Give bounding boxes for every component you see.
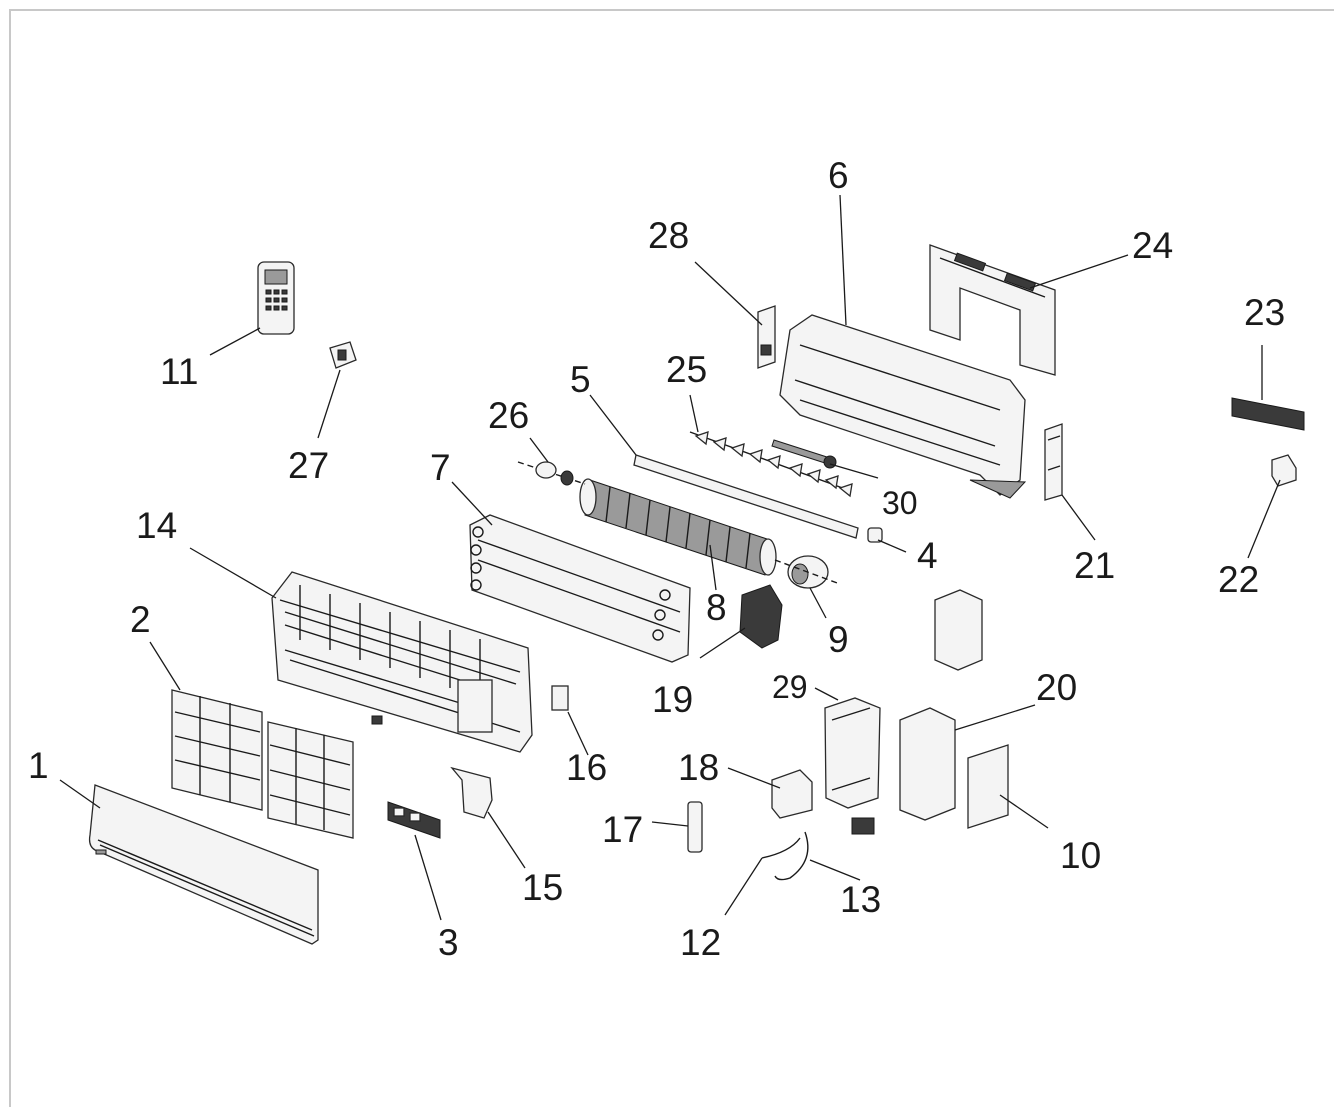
callout-21: 21 (1074, 545, 1115, 586)
part-sensor-holder (687, 801, 703, 853)
part-air-filters (171, 689, 354, 839)
part-connector (851, 817, 875, 835)
part-display-board (387, 801, 441, 839)
part-pipe-cover (450, 766, 493, 819)
part-motor-cover (739, 584, 783, 649)
part-mounting-plate (929, 244, 1056, 376)
callout-6: 6 (828, 155, 849, 196)
callout-4: 4 (917, 535, 938, 576)
callout-12: 12 (680, 922, 721, 963)
part-side-bracket (1044, 423, 1063, 501)
part-rear-housing (779, 314, 1027, 499)
callout-14: 14 (136, 505, 177, 546)
part-bearing (517, 461, 586, 486)
callout-11: 11 (160, 351, 198, 392)
part-box-cover-plate (967, 744, 1009, 829)
callout-27: 27 (288, 445, 329, 486)
part-ebox-cover (824, 697, 881, 809)
callout-26: 26 (488, 395, 529, 436)
callout-15: 15 (522, 867, 563, 908)
callout-28: 28 (648, 215, 689, 256)
part-control-box (899, 589, 983, 821)
callout-8: 8 (706, 587, 727, 628)
callout-19: 19 (652, 679, 693, 720)
callout-16: 16 (566, 747, 607, 788)
part-small-clip (551, 685, 569, 711)
callout-13: 13 (840, 879, 881, 920)
callout-17: 17 (602, 809, 643, 850)
callout-24: 24 (1132, 225, 1173, 266)
callout-23: 23 (1244, 292, 1285, 333)
callout-numbers: 1 2 3 4 5 6 7 8 9 10 11 12 13 14 15 16 1… (28, 155, 1285, 963)
callout-1: 1 (28, 745, 49, 786)
callout-22: 22 (1218, 559, 1259, 600)
part-crossflow-fan (579, 478, 777, 576)
callout-10: 10 (1060, 835, 1101, 876)
callout-18: 18 (678, 747, 719, 788)
callout-9: 9 (828, 619, 849, 660)
part-evaporator (469, 514, 691, 663)
leader-lines (59, 194, 1281, 921)
part-receiver-cover (757, 305, 776, 369)
part-foam-pad (1231, 397, 1305, 431)
part-remote-controller (257, 261, 295, 335)
part-terminal-block (771, 769, 813, 819)
callout-5: 5 (570, 359, 591, 400)
part-front-panel (88, 784, 319, 945)
callout-20: 20 (1036, 667, 1077, 708)
callout-30: 30 (882, 485, 918, 521)
part-chassis (271, 571, 533, 753)
part-remote-holder (329, 341, 357, 369)
callout-3: 3 (438, 922, 459, 963)
part-horizontal-louver (633, 454, 859, 539)
part-sensor-wires (761, 831, 809, 881)
callout-25: 25 (666, 349, 707, 390)
part-small-block (1271, 454, 1297, 487)
callout-2: 2 (130, 599, 151, 640)
callout-29: 29 (772, 669, 808, 705)
part-fan-motor (774, 555, 841, 589)
diagram-border (9, 9, 1334, 1112)
callout-7: 7 (430, 447, 451, 488)
part-swing-shaft (771, 439, 837, 469)
part-vertical-louvers (689, 431, 853, 498)
part-small-connector (867, 527, 883, 543)
